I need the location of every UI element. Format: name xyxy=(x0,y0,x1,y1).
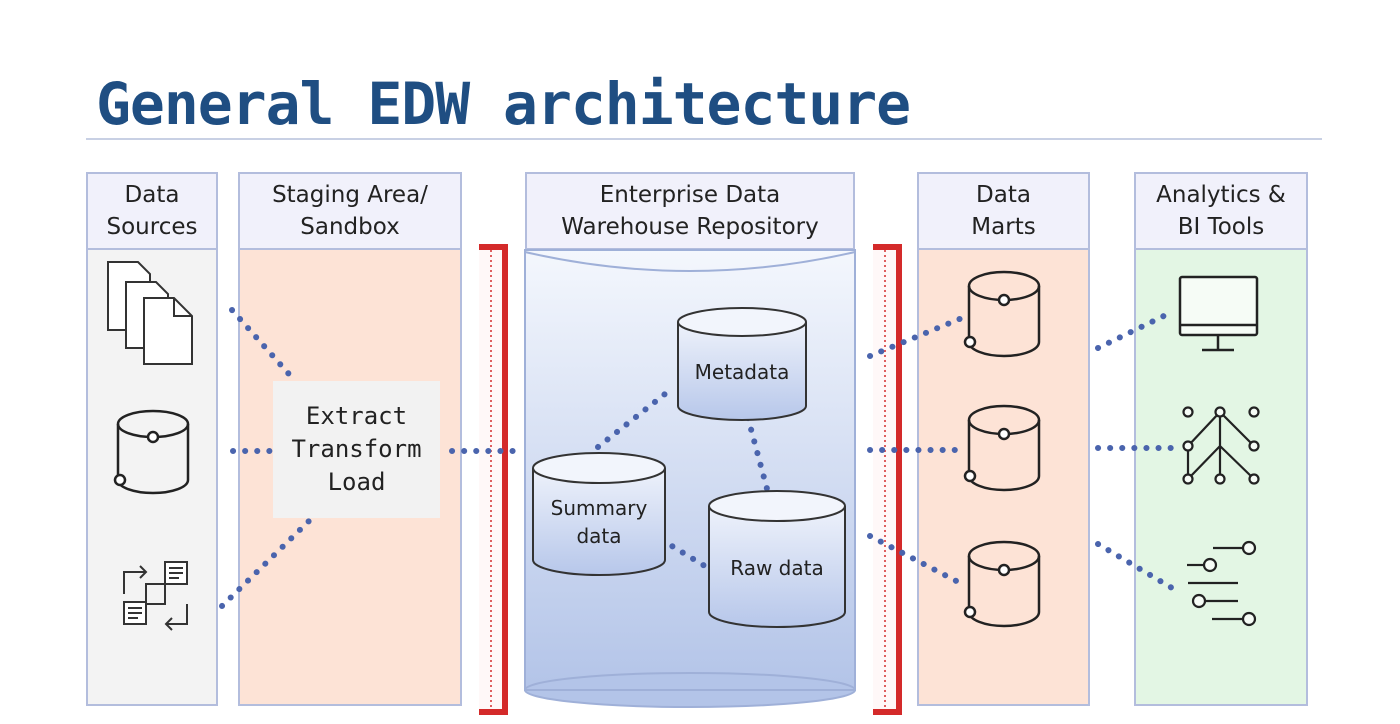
network-graph-icon xyxy=(1182,406,1260,485)
database-icon xyxy=(113,409,190,495)
connectors xyxy=(219,307,1175,609)
connector-workflow-to-etl xyxy=(219,517,313,609)
raw-data-label: Raw data xyxy=(730,556,823,580)
connector-edw-to-mart1 xyxy=(867,315,965,359)
connector-edw-to-mart3 xyxy=(867,533,965,587)
analytics-bi-header: Analytics & BI Tools xyxy=(1134,172,1308,250)
documents-icon xyxy=(107,261,193,365)
connector-mart3-to-sliders xyxy=(1095,541,1175,591)
data-mart-1-icon xyxy=(963,270,1041,358)
gateway-left xyxy=(479,244,508,715)
data-marts-header: Data Marts xyxy=(917,172,1090,250)
summary-data-label: Summary data xyxy=(550,496,648,548)
data-mart-2-icon xyxy=(963,404,1041,492)
summary-data-cylinder xyxy=(532,452,666,576)
raw-data-cylinder xyxy=(708,490,846,628)
edw-repository-header: Enterprise Data Warehouse Repository xyxy=(525,172,855,250)
connector-docs-to-etl xyxy=(229,307,299,385)
extract-transform-load-box: Extract Transform Load xyxy=(273,381,440,518)
metadata-cylinder xyxy=(677,307,807,421)
data-sources-header: Data Sources xyxy=(86,172,218,250)
connector-summary-to-metadata xyxy=(595,387,673,450)
metadata-label: Metadata xyxy=(695,360,790,384)
title-divider xyxy=(86,138,1322,140)
connector-summary-to-raw xyxy=(659,537,721,577)
data-mart-3-icon xyxy=(963,540,1041,628)
sliders-icon xyxy=(1187,540,1257,627)
connector-mart1-to-monitor xyxy=(1095,309,1175,351)
connector-metadata-to-raw xyxy=(745,415,773,503)
monitor-icon xyxy=(1178,275,1259,352)
staging-area-header: Staging Area/ Sandbox xyxy=(238,172,462,250)
page-title: General EDW architecture xyxy=(96,70,911,138)
workflow-icon xyxy=(123,561,188,631)
gateway-right xyxy=(873,244,902,715)
